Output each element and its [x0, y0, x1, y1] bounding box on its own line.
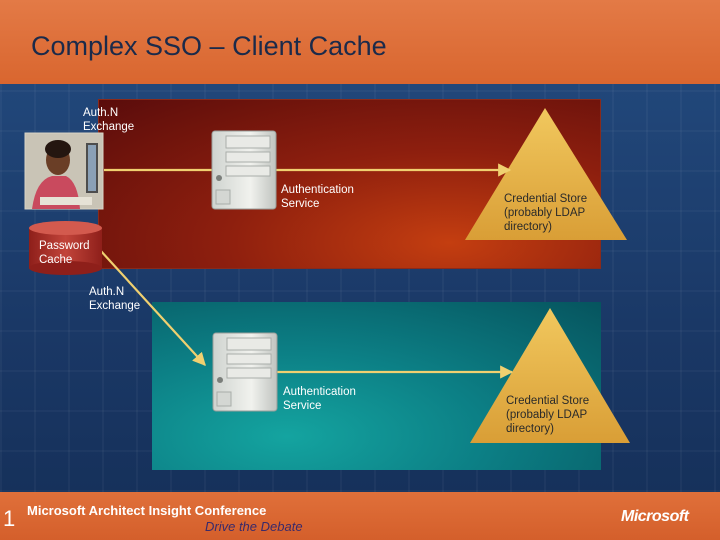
page-number: 1 — [3, 506, 16, 531]
top-store-triangle-icon — [465, 108, 627, 240]
slide-footer — [0, 492, 720, 540]
conference-tagline: Drive the Debate — [205, 519, 303, 534]
bottom-exchange-label: Auth.N Exchange — [89, 286, 141, 312]
top-server-icon — [211, 130, 277, 210]
top-exchange-label: Auth.N Exchange — [83, 107, 135, 133]
top-service-label: Authentication Service — [281, 184, 354, 210]
bottom-server-icon — [212, 332, 278, 412]
password-cache-label: Password Cache — [39, 240, 90, 266]
top-store-label: Credential Store (probably LDAP director… — [504, 193, 588, 233]
cache-to-service-arrow — [99, 249, 206, 366]
user-photo-icon — [24, 132, 104, 210]
bottom-store-label: Credential Store (probably LDAP director… — [506, 395, 590, 435]
conference-name: Microsoft Architect Insight Conference — [27, 503, 267, 518]
bottom-store-triangle-icon — [470, 308, 630, 443]
bottom-service-label: Authentication Service — [283, 386, 356, 412]
slide-title: Complex SSO – Client Cache — [31, 31, 387, 61]
database-cylinder-icon — [29, 221, 102, 275]
slide-header — [0, 0, 720, 84]
microsoft-logo: Microsoft — [621, 508, 689, 525]
